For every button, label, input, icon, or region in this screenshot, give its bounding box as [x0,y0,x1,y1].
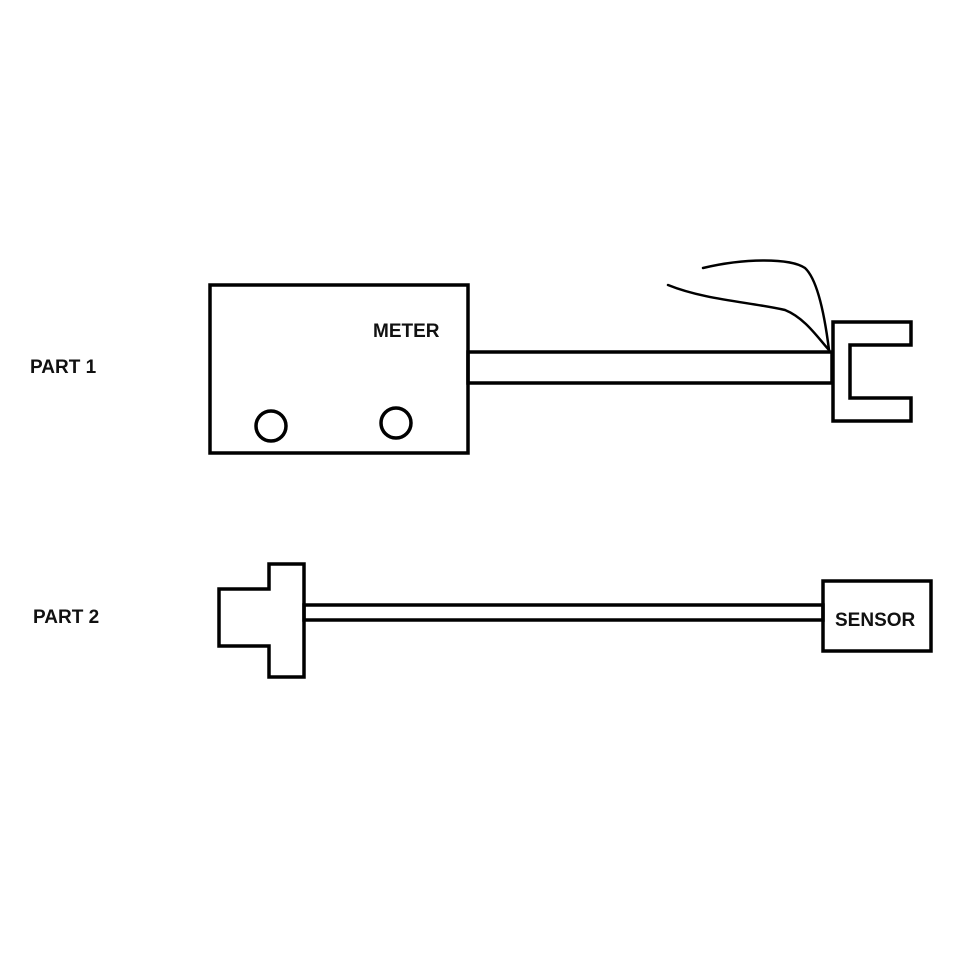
meter-label: METER [373,321,440,342]
loose-wire-upper [701,259,831,352]
part-1-assembly: PART 1 METER [30,259,913,455]
loose-wire-lower [666,283,831,352]
meter-box [208,283,470,455]
part-2-label: PART 2 [33,607,99,628]
meter-cable [466,350,834,385]
female-connector [831,320,913,423]
part-1-label: PART 1 [30,357,97,378]
meter-knob-left [254,409,288,443]
sensor-box [821,579,933,653]
sensor-label: SENSOR [835,610,916,631]
part-2-assembly: PART 2 SENSOR [33,562,933,679]
meter-knob-right [379,406,413,440]
sensor-cable [302,603,825,622]
male-connector [217,562,306,679]
